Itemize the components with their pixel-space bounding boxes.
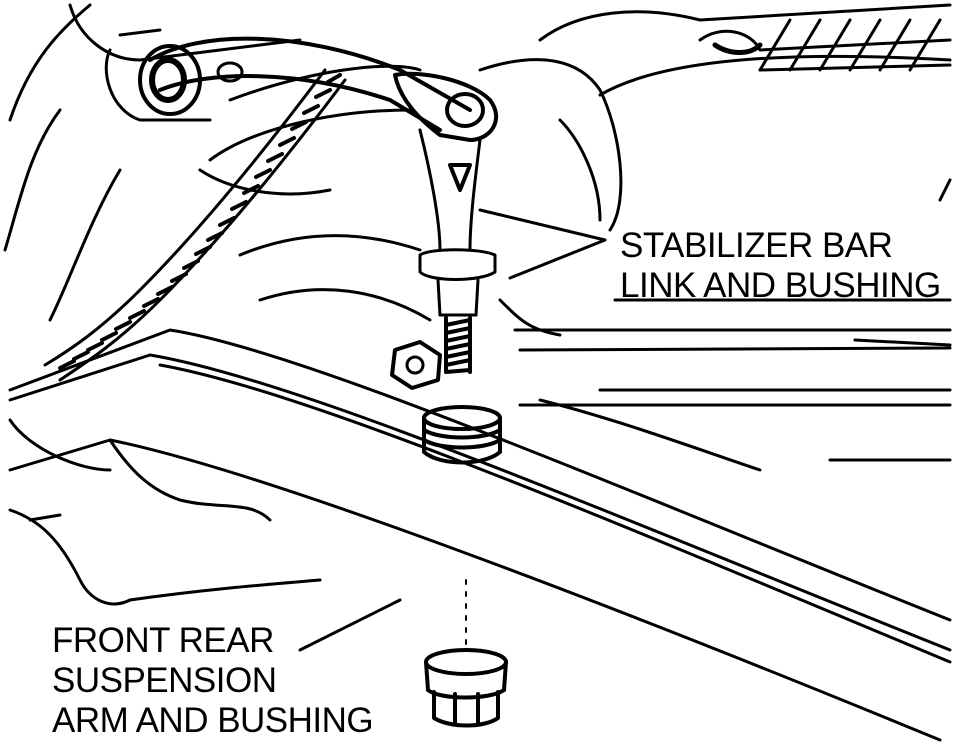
link-bushing <box>422 405 502 465</box>
stabilizer-label-line1: STABILIZER BAR <box>620 226 893 265</box>
suspension-arm <box>8 328 952 742</box>
stabilizer-link <box>393 71 498 374</box>
arm-label-line1: FRONT REAR <box>52 621 274 660</box>
stabilizer-leader-upper <box>478 208 607 242</box>
suspension-arm-label: FRONT REAR SUSPENSION ARM AND BUSHING <box>52 621 374 741</box>
hatched-bracket <box>698 18 952 72</box>
arm-leader <box>298 598 402 652</box>
threaded-stud <box>444 316 472 374</box>
chassis-background <box>3 3 952 472</box>
stabilizer-bar-label: STABILIZER BAR LINK AND BUSHING <box>620 226 941 306</box>
bolt-head <box>390 340 442 390</box>
lower-nut <box>424 579 508 728</box>
arm-label-line3: ARM AND BUSHING <box>52 701 374 740</box>
stabilizer-leader-lower <box>508 238 607 280</box>
stabilizer-label-line2: LINK AND BUSHING <box>620 266 941 305</box>
leader-lines <box>298 208 607 652</box>
corrugated-hose <box>43 68 347 382</box>
stabilizer-bar <box>104 28 472 132</box>
arm-label-line2: SUSPENSION <box>52 661 277 700</box>
lower-body <box>8 418 322 606</box>
